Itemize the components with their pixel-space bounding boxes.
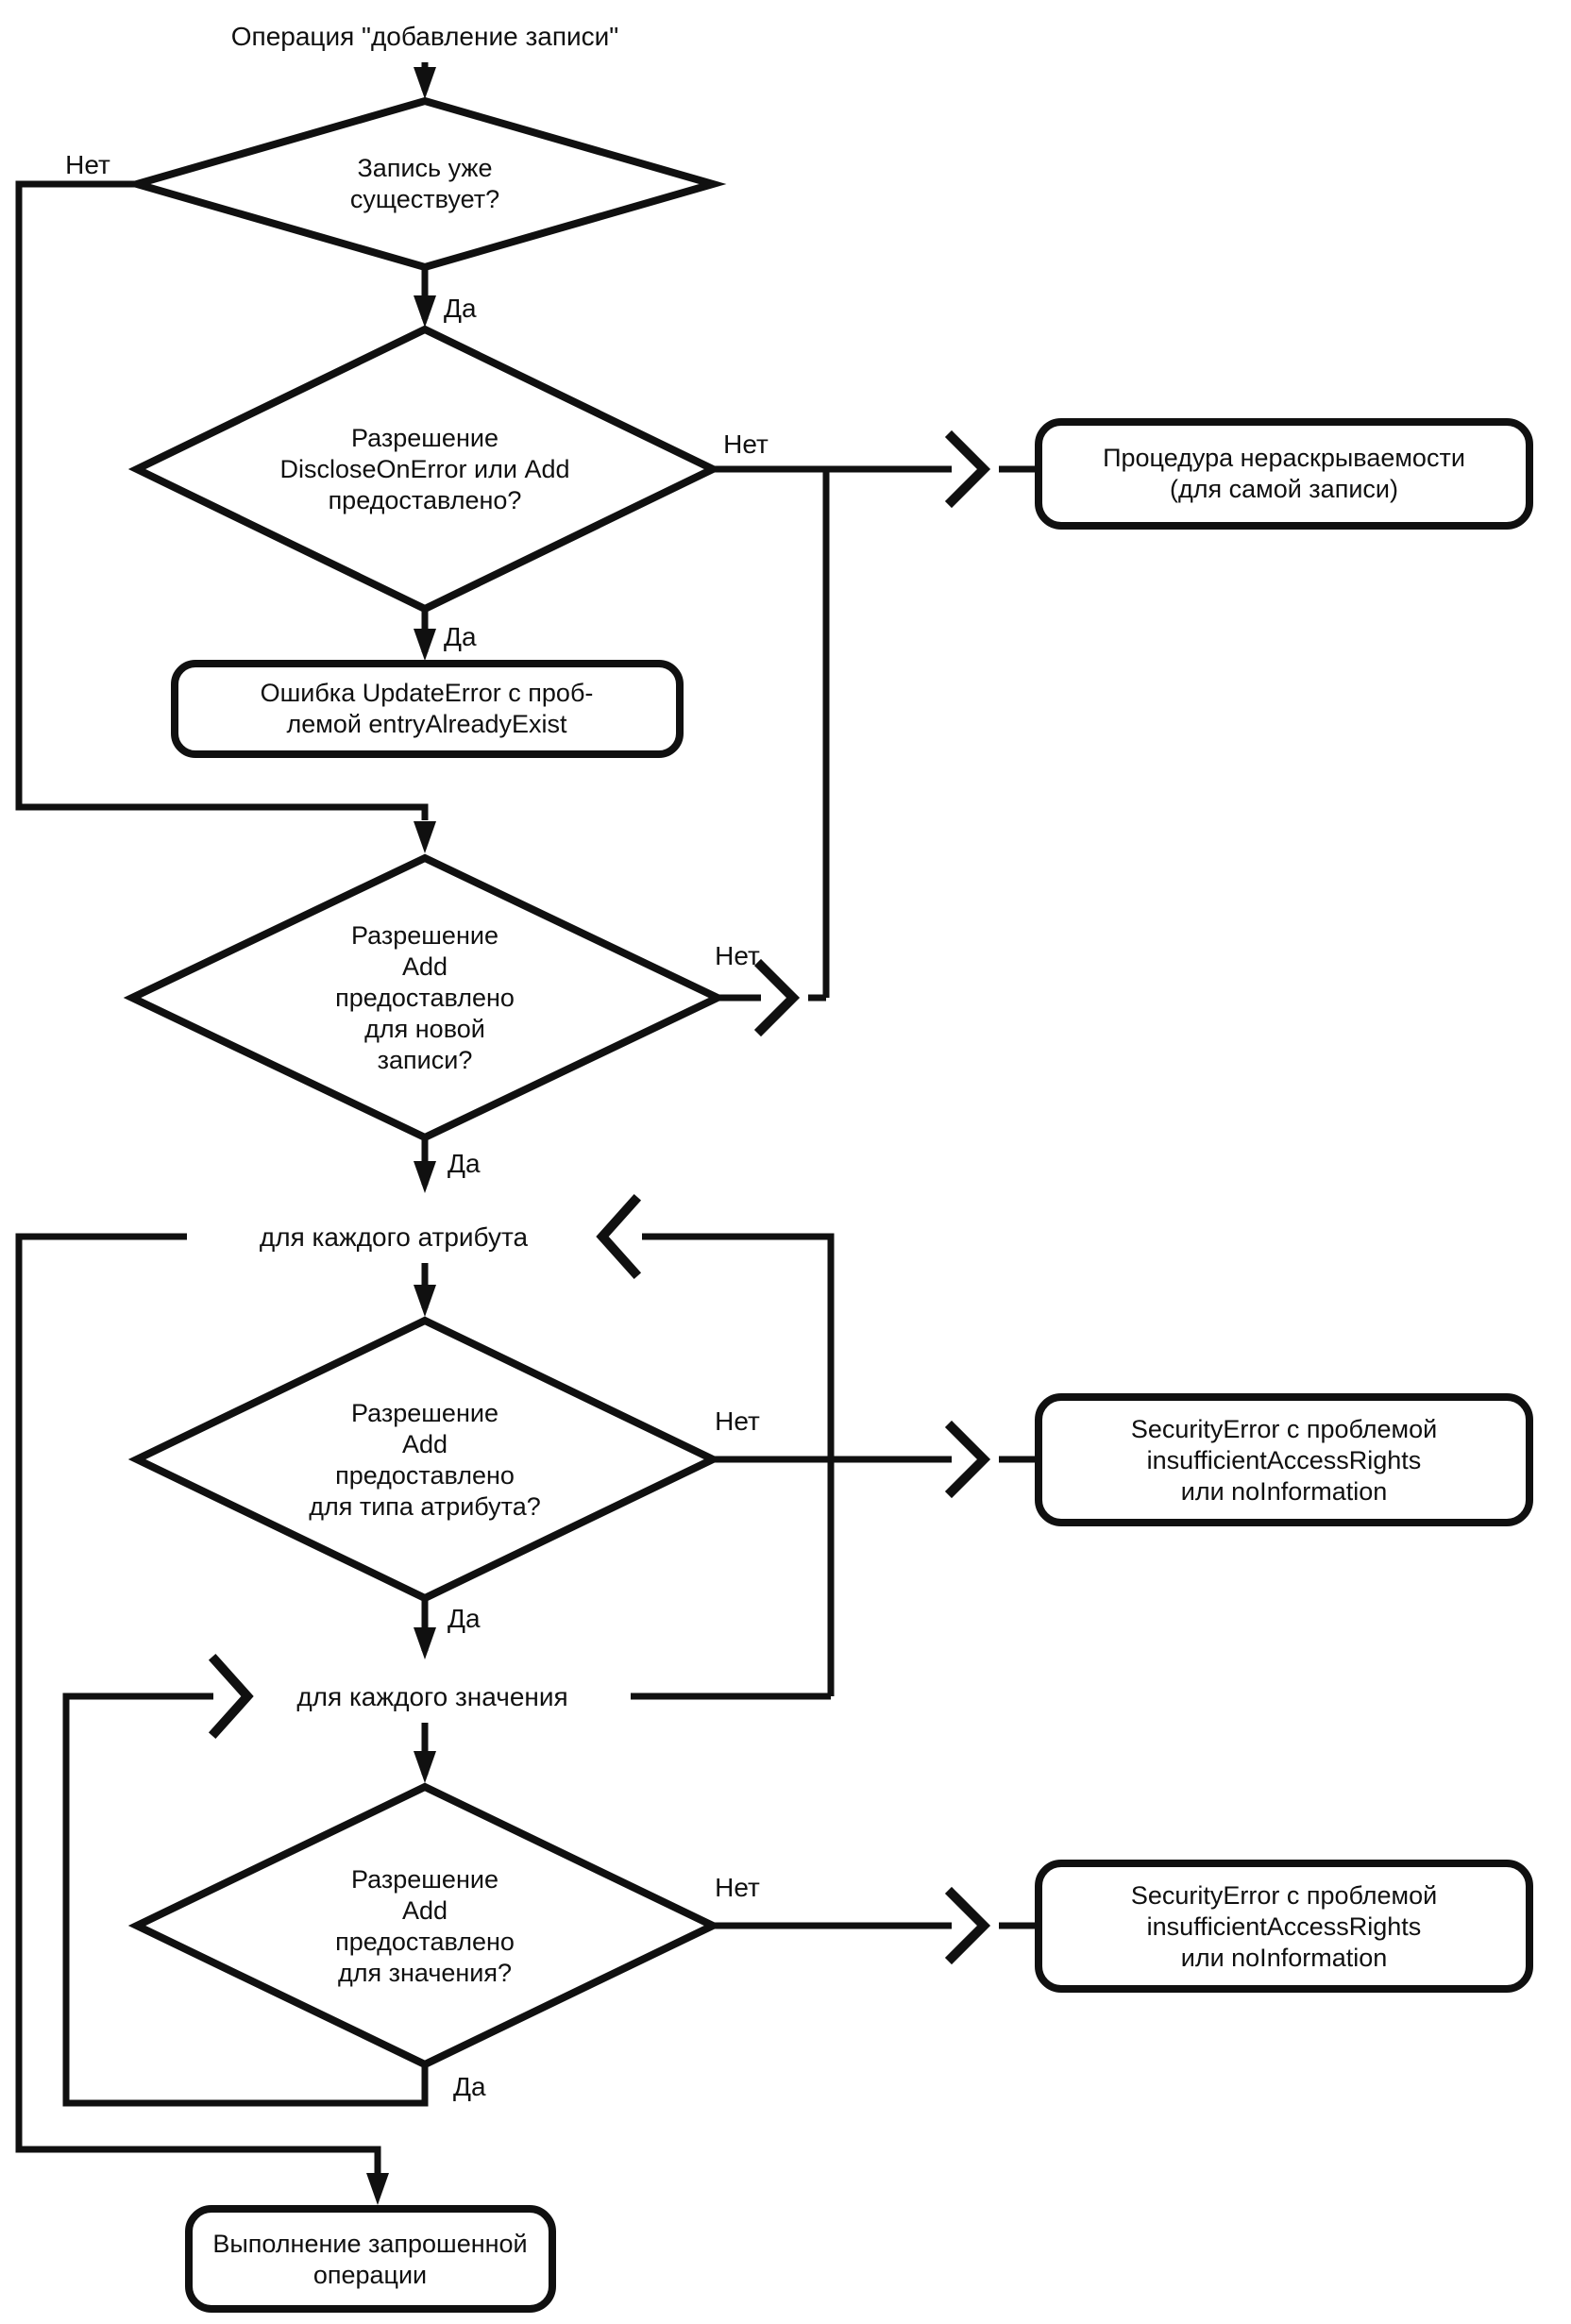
- arrowhead-d2-yes-icon: [414, 629, 436, 661]
- label-no-new-entry: Нет: [715, 941, 760, 970]
- flow-title: Операция "добавление записи": [231, 22, 618, 51]
- label-yes-value: Да: [453, 2072, 486, 2101]
- edge-attr-loop-return: [642, 1233, 835, 1696]
- arrowhead-d4-yes-icon: [414, 1627, 436, 1659]
- process-nondisclosure: Процедура нераскрываемости (для самой за…: [1035, 418, 1533, 530]
- arrowhead-start-icon: [414, 67, 436, 99]
- arrowhead-d1-yes-icon: [414, 295, 436, 328]
- loop-return-arrow-value-icon: [208, 1653, 254, 1740]
- loop-return-arrow-attr-icon: [596, 1193, 642, 1280]
- process-security-error-2-line: SecurityError с проблемой: [1131, 1881, 1437, 1910]
- edge-attr-loop-exit-rail: [15, 1233, 381, 2196]
- decision-disclose-or-add-line: Разрешение: [351, 424, 498, 452]
- process-security-error-1: SecurityError с проблемой insufficientAc…: [1035, 1393, 1533, 1526]
- decision-add-new-entry: Разрешение Add предоставлено для новой з…: [123, 853, 727, 1142]
- edge-d1-no-rail: [15, 180, 429, 820]
- process-security-error-2: SecurityError с проблемой insufficientAc…: [1035, 1860, 1533, 1993]
- decision-add-new-entry-shape: [123, 853, 727, 1142]
- process-perform-operation-line: Выполнение запрошенной: [212, 2230, 527, 2258]
- label-yes-new-entry: Да: [448, 1149, 481, 1178]
- decision-add-attribute-type-shape: [127, 1316, 722, 1603]
- arrowhead-into-d4-icon: [414, 1285, 436, 1317]
- process-update-error: Ошибка UpdateError с проб- лемой entryAl…: [171, 660, 684, 758]
- label-no-attr-type: Нет: [715, 1406, 760, 1436]
- loop-label-each-attribute: для каждого атрибута: [260, 1222, 529, 1252]
- label-no-entry-exists: Нет: [65, 150, 110, 179]
- process-nondisclosure-line: Процедура нераскрываемости: [1103, 444, 1465, 472]
- process-update-error-line: лемой entryAlreadyExist: [286, 710, 567, 738]
- decision-add-new-entry-line: предоставлено: [335, 984, 515, 1012]
- arrowhead-d3-yes-icon: [414, 1161, 436, 1193]
- decision-add-new-entry-line: Разрешение: [351, 921, 498, 950]
- decision-entry-exists-line: Запись уже: [358, 154, 493, 182]
- decision-add-attribute-type-line: Add: [402, 1430, 448, 1458]
- process-security-error-2-line: insufficientAccessRights: [1147, 1912, 1422, 1941]
- decision-add-attribute-type-line: Разрешение: [351, 1399, 498, 1427]
- process-security-error-1-shape: [1035, 1393, 1533, 1526]
- process-perform-operation-shape: [185, 2205, 556, 2313]
- label-yes-disclose: Да: [444, 622, 477, 651]
- process-security-error-1-line: insufficientAccessRights: [1147, 1446, 1422, 1474]
- process-security-error-1-line: SecurityError с проблемой: [1131, 1415, 1437, 1443]
- decision-add-value-line: Add: [402, 1896, 448, 1925]
- decision-entry-exists-line: существует?: [350, 185, 499, 213]
- break-arrow-d5-no-icon: [944, 1886, 991, 1965]
- label-no-value: Нет: [715, 1873, 760, 1902]
- process-perform-operation: Выполнение запрошенной операции: [185, 2205, 556, 2313]
- loop-label-each-value: для каждого значения: [296, 1682, 567, 1711]
- decision-add-attribute-type-line: для типа атрибута?: [309, 1492, 541, 1521]
- process-security-error-1-line: или noInformation: [1181, 1477, 1388, 1506]
- decision-add-attribute-type: Разрешение Add предоставлено для типа ат…: [127, 1316, 722, 1603]
- decision-disclose-or-add-line: предоставлено?: [329, 486, 522, 514]
- process-security-error-2-shape: [1035, 1860, 1533, 1993]
- decision-add-value-line: предоставлено: [335, 1928, 515, 1956]
- decision-add-value-line: для значения?: [338, 1959, 512, 1987]
- break-arrow-d4-no-icon: [944, 1420, 991, 1499]
- label-yes-attr-type: Да: [448, 1604, 481, 1633]
- process-update-error-line: Ошибка UpdateError с проб-: [261, 679, 594, 707]
- decision-add-new-entry-line: для новой: [364, 1015, 485, 1043]
- decision-entry-exists: Запись уже существует?: [123, 96, 727, 272]
- decision-disclose-or-add: Разрешение DiscloseOnError или Add предо…: [127, 325, 722, 614]
- label-no-disclose: Нет: [723, 429, 769, 459]
- decision-add-new-entry-line: записи?: [378, 1046, 473, 1074]
- decision-disclose-or-add-shape: [127, 325, 722, 614]
- arrowhead-into-d3-icon: [414, 821, 436, 853]
- decision-add-attribute-type-line: предоставлено: [335, 1461, 515, 1490]
- label-yes-entry-exists: Да: [444, 294, 477, 323]
- decision-disclose-or-add-line: DiscloseOnError или Add: [279, 455, 569, 483]
- decision-add-new-entry-line: Add: [402, 952, 448, 981]
- decision-add-value-line: Разрешение: [351, 1865, 498, 1894]
- process-security-error-2-line: или noInformation: [1181, 1944, 1388, 1972]
- break-arrow-d3-no-icon: [753, 958, 801, 1037]
- process-perform-operation-line: операции: [313, 2261, 427, 2289]
- decision-add-value: Разрешение Add предоставлено для значени…: [127, 1782, 722, 2069]
- process-nondisclosure-line: (для самой записи): [1170, 475, 1398, 503]
- decision-entry-exists-shape: [123, 96, 727, 272]
- process-update-error-shape: [171, 660, 684, 758]
- decision-add-value-shape: [127, 1782, 722, 2069]
- process-nondisclosure-shape: [1035, 418, 1533, 530]
- edge-value-loop-return-rail: [62, 1692, 429, 2107]
- arrowhead-into-d5-icon: [414, 1751, 436, 1783]
- arrowhead-into-perform-icon: [366, 2173, 389, 2205]
- break-arrow-d2-no-icon: [944, 429, 991, 509]
